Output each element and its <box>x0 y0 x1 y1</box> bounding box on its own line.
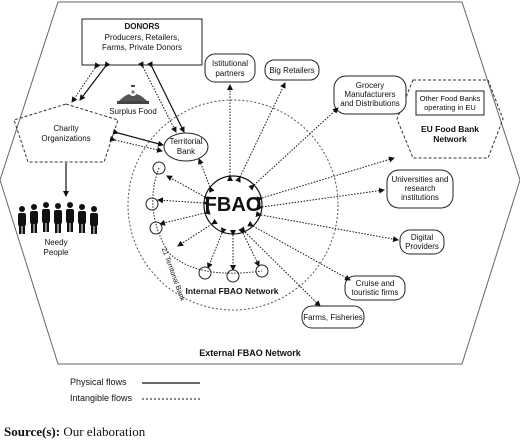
eu-title-2: Network <box>433 134 467 144</box>
universities-3: institutions <box>401 193 439 202</box>
territorial-bank-label-2: Bank <box>176 147 196 156</box>
digital-providers-1: Digital <box>410 233 434 242</box>
eu-box-line-2: operating in EU <box>424 103 476 112</box>
charity-label-1: Charity <box>53 124 79 133</box>
legend-intangible-label: Intangible flows <box>70 393 133 403</box>
eu-network-hexagon <box>396 79 504 159</box>
grocery-3: and Distributions <box>340 99 400 108</box>
external-network-boundary <box>0 1 520 365</box>
charity-pentagon <box>13 103 119 163</box>
cruise-firms-1: Cruise and <box>355 279 395 288</box>
universities-2: research <box>404 184 436 193</box>
needy-label-2: People <box>43 248 69 257</box>
donors-desc-2: Farms, Private Donors <box>101 43 183 52</box>
box-institutional-partners <box>204 53 256 83</box>
institutional-partners-2: partners <box>215 69 245 78</box>
box-cruise-firms <box>344 275 406 301</box>
internal-territorial-nodes <box>145 161 269 283</box>
physical-flow-arrows <box>63 61 185 197</box>
grocery-1: Grocery <box>355 81 385 90</box>
box-farms-fisheries <box>301 305 365 329</box>
eu-other-banks-box <box>415 90 485 116</box>
external-network-label: External FBAO Network <box>199 348 301 358</box>
needy-people-icon <box>18 202 98 234</box>
digital-providers-2: Providers <box>405 242 439 251</box>
big-retailers-label: Big Retailers <box>269 66 315 75</box>
donors-box <box>81 18 203 66</box>
charity-label-2: Organizations <box>41 134 91 143</box>
source-label: Source(s): <box>4 424 61 439</box>
internal-arc <box>152 167 263 274</box>
institutional-partners-1: Istitutional <box>211 59 249 68</box>
universities-1: Universities and <box>391 175 449 184</box>
fbao-center-label: FBAO <box>204 194 262 216</box>
eu-title-1: EU Food Bank <box>420 124 480 134</box>
territorial-bank-label-1: Territorial <box>169 137 203 146</box>
surplus-food-label: Surplus Food <box>109 107 157 116</box>
source-text: Our elaboration <box>63 424 146 439</box>
surplus-food-icon <box>117 85 149 104</box>
eu-box-line-1: Other Food Banks <box>419 94 481 103</box>
box-big-retailers <box>264 59 320 81</box>
farms-fisheries-label: Farms, Fisheries <box>303 313 363 322</box>
needy-label-1: Needy <box>44 238 68 247</box>
territorial-bank-node <box>163 132 209 162</box>
grocery-2: Manufacturers <box>344 90 396 99</box>
cruise-firms-2: touristic firms <box>351 288 399 297</box>
legend-physical-label: Physical flows <box>70 377 127 387</box>
source-caption: Source(s): Our elaboration <box>4 424 145 440</box>
donors-title: DONORS <box>124 22 160 31</box>
box-grocery-manufacturers <box>333 75 407 115</box>
internal-network-label: Internal FBAO Network <box>185 286 279 296</box>
box-digital-providers <box>399 229 445 255</box>
donors-desc-1: Producers, Retailers, <box>104 33 180 42</box>
